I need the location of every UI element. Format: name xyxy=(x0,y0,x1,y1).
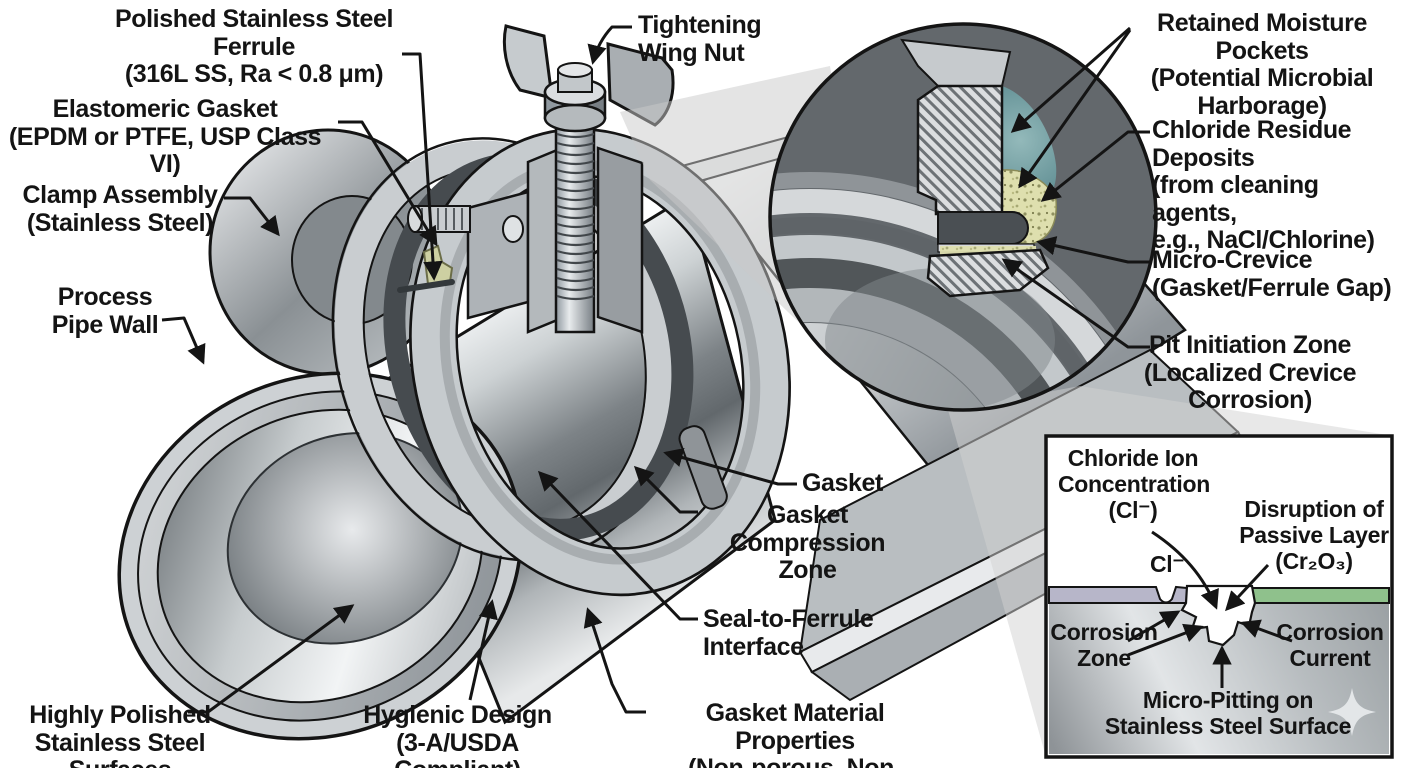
label-seal-to-ferrule: Seal-to-Ferrule Interface xyxy=(703,605,874,661)
leader-gasket xyxy=(663,448,797,486)
label-disruption: Disruption of Passive Layer (Cr₂O₃) xyxy=(1239,496,1389,574)
label-micro-crevice: Micro-Crevice (Gasket/Ferrule Gap) xyxy=(1152,246,1392,302)
leader-process-pipe-wall xyxy=(161,316,206,365)
corrosion-inset xyxy=(1044,434,1394,759)
label-gasket: Gasket xyxy=(802,469,883,497)
pipe-laminate-arcs xyxy=(770,172,1156,410)
leader-gasket-compression xyxy=(633,465,698,514)
leader-pit-initiation xyxy=(1001,258,1150,349)
label-ferrule: Polished Stainless Steel Ferrule (316L S… xyxy=(114,5,393,88)
passive-layer-right xyxy=(1249,587,1390,604)
label-cl-minus: Cl⁻ xyxy=(1150,551,1185,577)
lug-hole xyxy=(502,215,524,243)
label-clamp-assembly: Clamp Assembly (Stainless Steel) xyxy=(22,181,218,237)
label-corrosion-current: Corrosion Current xyxy=(1276,619,1384,671)
label-chloride-ion: Chloride Ion Concentration (Cl⁻) xyxy=(1058,445,1210,523)
clamp-slot xyxy=(678,425,728,510)
inset-arrows xyxy=(1127,530,1293,688)
leader-ferrule xyxy=(402,52,443,281)
sparkle-icon xyxy=(1328,688,1376,736)
leader-clamp-assembly xyxy=(224,196,280,237)
label-chloride-residue: Chloride Residue Deposits (from cleaning… xyxy=(1152,116,1375,254)
ferrule-section-hatched xyxy=(916,84,1004,216)
leader-micro-crevice xyxy=(1036,236,1150,264)
label-gasket-material: Gasket Material Properties (Non-porous, … xyxy=(688,699,902,768)
label-corrosion-zone: Corrosion Zone xyxy=(1050,619,1158,671)
leader-highly-polished xyxy=(188,604,355,714)
leader-retained-moisture-2 xyxy=(1018,29,1132,189)
label-pit-initiation: Pit Initiation Zone (Localized Crevice C… xyxy=(1143,331,1357,414)
label-highly-polished: Highly Polished Stainless Steel Surfaces xyxy=(29,701,211,768)
leader-hygienic-design xyxy=(468,599,498,701)
label-retained-moisture: Retained Moisture Pockets (Potential Mic… xyxy=(1150,9,1374,120)
magnified-cross-section xyxy=(768,22,1158,412)
seal-seam xyxy=(397,279,455,293)
leader-seal-to-ferrule xyxy=(537,470,698,621)
label-tightening-wing-nut: Tightening Wing Nut xyxy=(638,11,762,67)
label-micro-pitting: Micro-Pitting on Stainless Steel Surface xyxy=(1104,687,1352,739)
leader-arrows xyxy=(161,25,1150,714)
leader-wing-nut xyxy=(587,25,632,65)
label-gasket-compression: Gasket Compression Zone xyxy=(729,501,886,584)
crevice-residue-strip xyxy=(940,246,1036,256)
label-hygienic-design: Hygienic Design (3-A/USDA Compliant) xyxy=(363,701,552,768)
leader-retained-moisture-1 xyxy=(1010,26,1131,133)
leader-elastomeric-gasket xyxy=(338,120,438,247)
inset-funnel xyxy=(948,386,1394,757)
gasket-tongue xyxy=(937,211,1029,245)
leader-gasket-material xyxy=(583,607,646,714)
label-process-pipe-wall: Process Pipe Wall xyxy=(51,283,159,339)
leader-chloride-residue xyxy=(1040,130,1150,202)
label-elastomeric-gasket: Elastomeric Gasket (EPDM or PTFE, USP Cl… xyxy=(8,95,322,178)
